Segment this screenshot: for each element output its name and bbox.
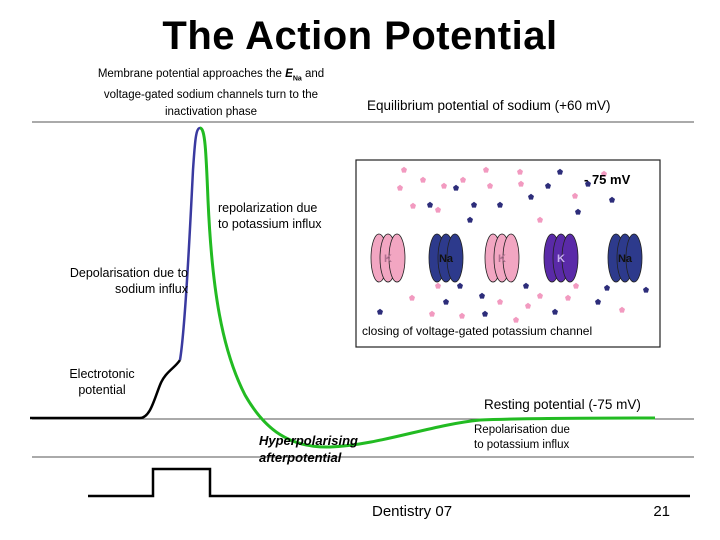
e-na-subscript: Na: [292, 75, 302, 83]
stimulus-pulse: [88, 467, 690, 498]
channel-label: K: [498, 253, 506, 265]
navy-ion: [557, 168, 563, 175]
navy-ion: [552, 308, 558, 315]
navy-ion: [545, 182, 551, 189]
hyperpolarising-note: Hyperpolarising afterpotential: [259, 432, 358, 466]
repolarization-line1: repolarization due: [218, 201, 318, 215]
channel-sodium: Na: [428, 233, 464, 283]
navy-ion: [471, 201, 477, 208]
navy-ion: [497, 201, 503, 208]
channel-inset: K Na K K Na: [355, 159, 661, 348]
approach-prefix: Membrane potential approaches the: [97, 68, 286, 80]
pink-ion: [397, 184, 403, 191]
pink-ion: [537, 292, 543, 299]
electrotonic-curve: [30, 359, 182, 420]
channel-label: K: [384, 253, 392, 265]
navy-ion: [457, 282, 463, 289]
repolarisation-line2: to potassium influx: [474, 439, 570, 451]
pink-ion: [401, 166, 407, 173]
channel-row: K Na K K Na: [370, 233, 643, 283]
ion-particles: [377, 166, 649, 323]
inset-voltage: - 75 mV: [584, 172, 631, 187]
inset-caption: closing of voltage-gated potassium chann…: [362, 324, 593, 338]
depolarisation-line1: Depolarisation due to: [69, 266, 188, 280]
channel-subunit: [561, 233, 579, 283]
electrotonic-note: Electrotonic potential: [50, 366, 154, 398]
pink-ion: [459, 312, 465, 319]
repolarisation-line1: Repolarisation due: [474, 424, 570, 436]
depolarisation-line2: sodium influx: [115, 282, 188, 296]
navy-ion: [528, 193, 534, 200]
channel-subunit: [502, 233, 520, 283]
pink-ion: [513, 316, 519, 323]
pink-ion: [487, 182, 493, 189]
channel-subunit: [446, 233, 464, 283]
navy-ion: [482, 310, 488, 317]
electrotonic-line2: potential: [78, 383, 126, 397]
pink-ion: [573, 282, 579, 289]
channel-subunit: [625, 233, 643, 283]
slide-title: The Action Potential: [162, 14, 558, 58]
resting-label: Resting potential (-75 mV): [484, 397, 641, 412]
pink-ion: [497, 298, 503, 305]
pink-ion: [441, 182, 447, 189]
channel-potassium: K: [543, 233, 579, 283]
approach-suffix: and: [301, 68, 325, 80]
pink-ion: [409, 294, 415, 301]
pink-ion: [420, 176, 426, 183]
electrotonic-line1: Electrotonic: [69, 367, 135, 381]
depolarisation-curve: [178, 126, 201, 361]
navy-ion: [523, 282, 529, 289]
pink-ion: [525, 302, 531, 309]
hyper-line1: Hyperpolarising: [259, 433, 358, 448]
pink-ion: [537, 216, 543, 223]
channel-subunit: [388, 233, 406, 283]
approach-note: Membrane potential approaches the ENa an…: [50, 66, 372, 121]
navy-ion: [585, 180, 591, 187]
depolarisation-note: Depolarisation due to sodium influx: [20, 265, 188, 297]
navy-ion: [467, 216, 473, 223]
e-na-symbol: E: [285, 68, 293, 80]
channel-label: K: [557, 253, 565, 265]
navy-ion: [595, 298, 601, 305]
navy-ion: [609, 196, 615, 203]
pink-ion: [572, 192, 578, 199]
navy-ion: [377, 308, 383, 315]
channel-label: Na: [618, 253, 633, 265]
equilibrium-label: Equilibrium potential of sodium (+60 mV): [367, 98, 611, 113]
channel-label: Na: [439, 253, 454, 265]
repolarisation-note: Repolarisation due to potassium influx: [474, 423, 570, 453]
pink-ion: [518, 180, 524, 187]
pink-ion: [517, 168, 523, 175]
pink-ion: [601, 170, 607, 177]
navy-ion: [453, 184, 459, 191]
pink-ion: [435, 282, 441, 289]
pink-ion: [460, 176, 466, 183]
pink-ion: [565, 294, 571, 301]
repolarization-line2: to potassium influx: [218, 217, 322, 231]
footer-page-number: 21: [653, 503, 670, 520]
repolarisation-curve: [199, 126, 656, 449]
channel-potassium: K: [370, 233, 406, 283]
pink-ion: [619, 306, 625, 313]
footer-course: Dentistry 07: [372, 503, 453, 520]
navy-ion: [479, 292, 485, 299]
navy-ion: [643, 286, 649, 293]
navy-ion: [427, 201, 433, 208]
pink-ion: [429, 310, 435, 317]
pink-ion: [410, 202, 416, 209]
navy-ion: [443, 298, 449, 305]
navy-ion: [575, 208, 581, 215]
hyper-line2: afterpotential: [259, 450, 342, 465]
approach-line3: inactivation phase: [164, 106, 258, 119]
repolarization-note: repolarization due to potassium influx: [218, 200, 322, 232]
navy-ion: [604, 284, 610, 291]
approach-line2: voltage-gated sodium channels turn to th…: [103, 89, 319, 102]
pink-ion: [435, 206, 441, 213]
channel-sodium: Na: [607, 233, 643, 283]
channel-potassium: K: [484, 233, 520, 283]
pink-ion: [483, 166, 489, 173]
